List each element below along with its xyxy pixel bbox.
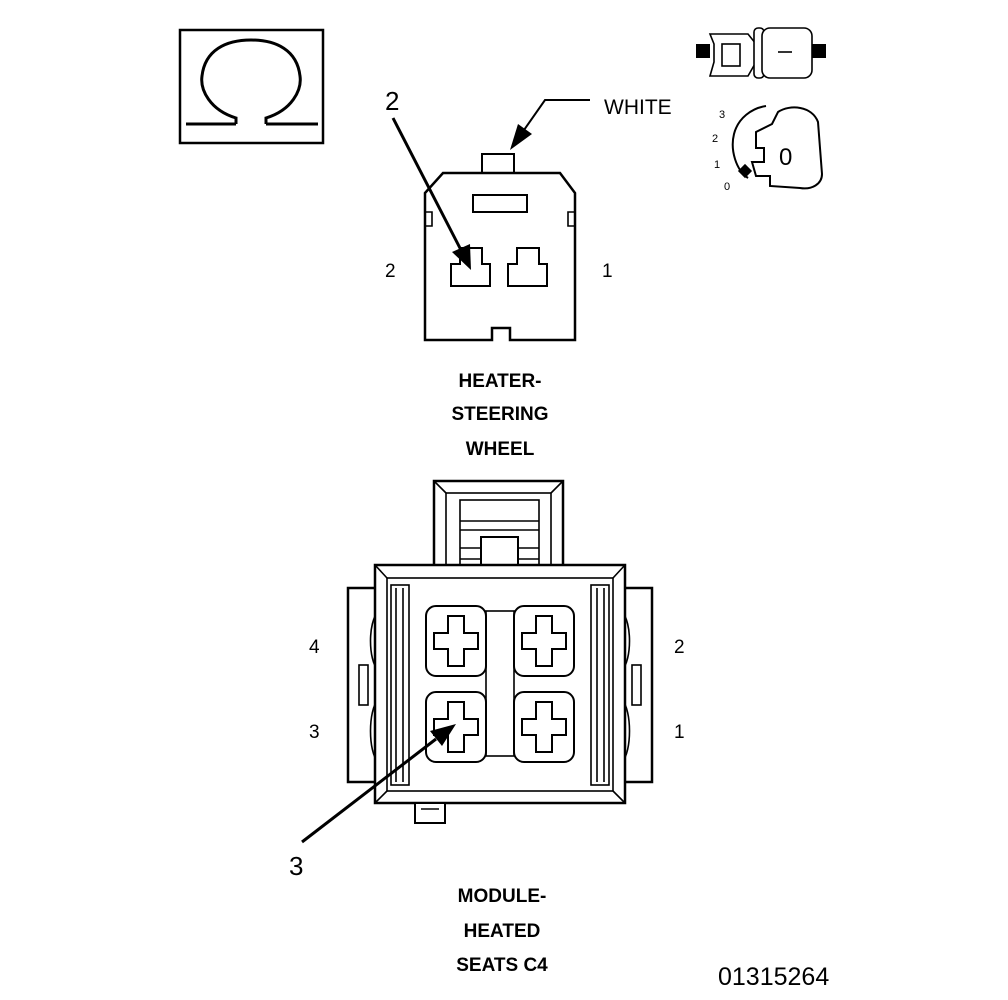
module-cavity-1	[513, 691, 575, 763]
heater-pin-2-label: 2	[385, 261, 396, 282]
module-cavity-4	[425, 605, 487, 677]
ignition-position-1: 1	[714, 159, 720, 171]
module-title-line-3: SEATS C4	[456, 955, 548, 976]
connector-terminal-icon	[696, 27, 826, 79]
ignition-switch-icon: 3 2 1 0 0	[712, 105, 824, 193]
module-connector-face	[346, 479, 654, 824]
heater-title-line-1: HEATER-	[458, 371, 541, 392]
module-connector-title: MODULE- HEATED SEATS C4	[456, 886, 548, 976]
ignition-position-2: 2	[712, 133, 718, 145]
ignition-position-3: 3	[719, 109, 725, 121]
heater-title-line-3: WHEEL	[466, 439, 535, 460]
callout-3-label: 3	[289, 851, 303, 881]
heater-connector-face	[423, 153, 577, 342]
heater-cavity-1	[507, 247, 548, 287]
module-cavity-3	[425, 691, 487, 763]
heater-connector-title: HEATER- STEERING WHEEL	[451, 371, 548, 460]
module-title-line-2: HEATED	[464, 921, 541, 942]
callout-2-arrow	[391, 117, 471, 270]
module-pin-1-label: 1	[674, 722, 685, 743]
wire-color-leader	[510, 99, 590, 150]
heater-pin-1-label: 1	[602, 261, 613, 282]
callout-3-arrow	[301, 724, 456, 844]
heater-title-line-2: STEERING	[451, 404, 548, 425]
callout-2-label: 2	[385, 86, 399, 116]
module-pin-3-label: 3	[309, 722, 320, 743]
module-title-line-1: MODULE-	[458, 886, 547, 907]
wire-color-label: WHITE	[604, 96, 672, 119]
ignition-key-label: 0	[779, 144, 792, 171]
ignition-position-0: 0	[724, 181, 730, 193]
module-pin-2-label: 2	[674, 637, 685, 658]
ohm-meter-icon	[178, 28, 325, 145]
figure-id: 01315264	[718, 963, 829, 991]
module-pin-4-label: 4	[309, 637, 320, 658]
module-cavity-2	[513, 605, 575, 677]
